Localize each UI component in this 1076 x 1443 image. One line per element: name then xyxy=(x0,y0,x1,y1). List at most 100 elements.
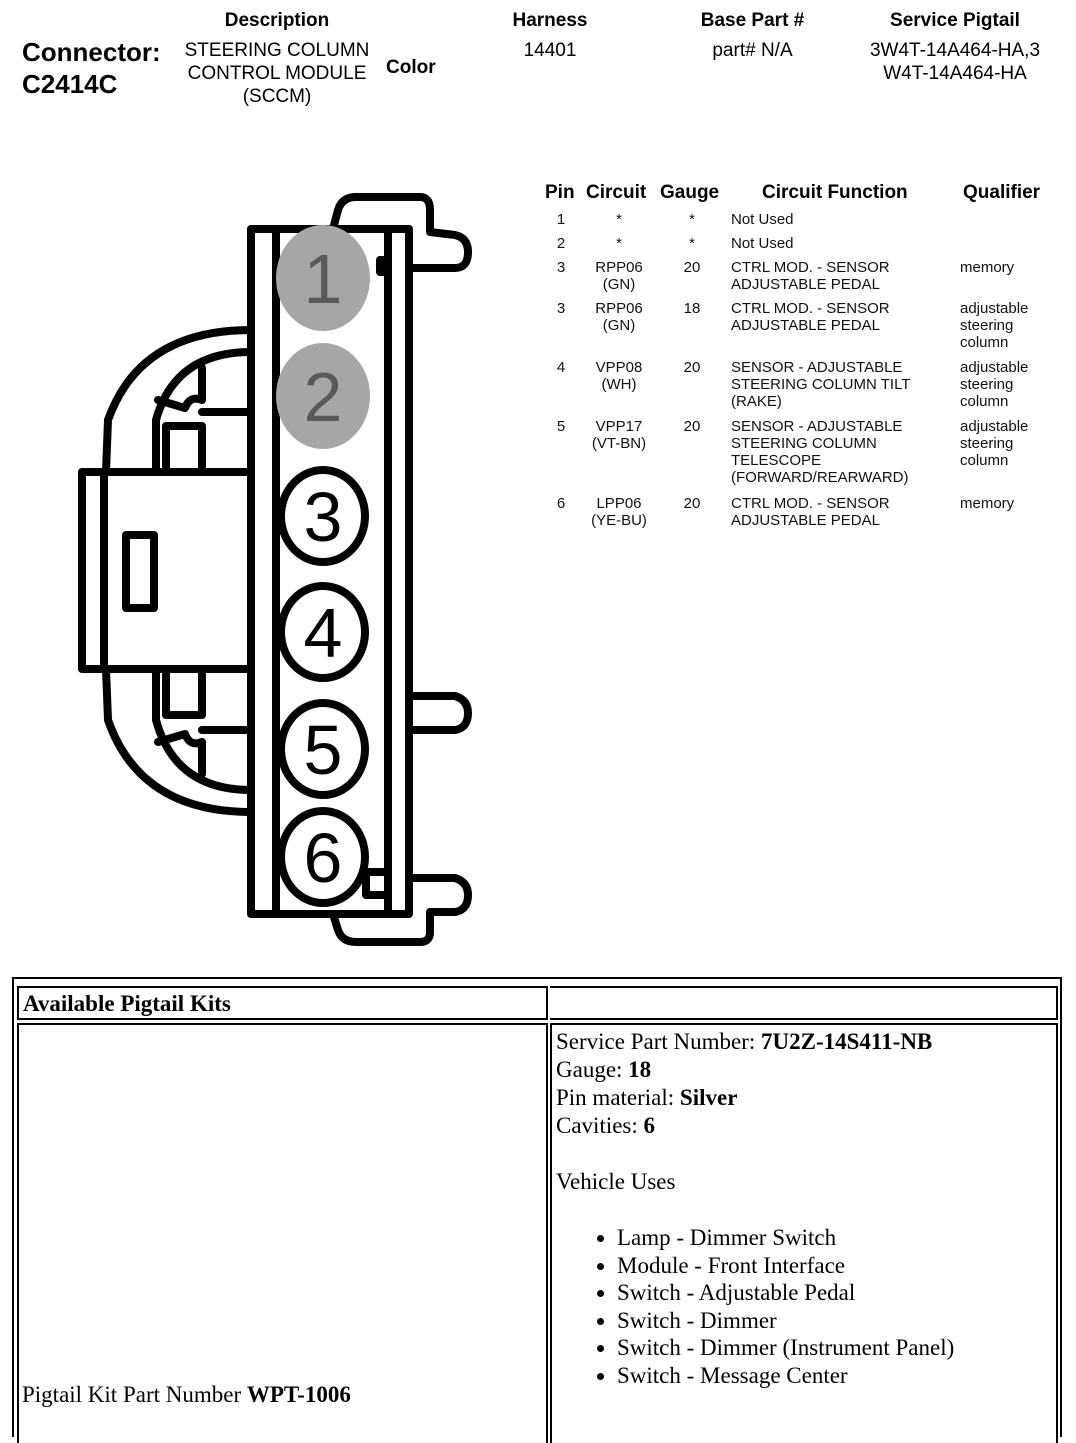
lower-lock-hook xyxy=(154,730,206,778)
pin-number-label: 4 xyxy=(304,594,343,672)
pin-material-value: Silver xyxy=(679,1085,738,1110)
vehicle-use-item: Switch - Dimmer xyxy=(617,1307,954,1335)
cavities-line: Cavities: 6 xyxy=(556,1112,954,1140)
lower-lock-arm xyxy=(102,665,255,816)
pin-cell-pin: 4 xyxy=(556,359,566,376)
gauge-value: 18 xyxy=(628,1057,652,1082)
pin-material-line: Pin material: Silver xyxy=(556,1084,954,1112)
harness-title: Harness xyxy=(512,10,588,31)
housing-bottom-latch xyxy=(362,868,392,899)
pin-number-label: 6 xyxy=(304,819,343,897)
pin-cavity-6 xyxy=(277,807,369,907)
pin-cavity-4 xyxy=(277,582,369,682)
pin-cell-qualifier: adjustable steering column xyxy=(960,418,1029,469)
lower-lock-tab xyxy=(162,665,206,719)
pin-cell-function: SENSOR - ADJUSTABLE STEERING COLUMN TELE… xyxy=(731,418,909,486)
service-pigtail-title: Service Pigtail xyxy=(890,10,1020,31)
pin-header-pin: Pin xyxy=(545,182,575,203)
pin-cell-circuit: * xyxy=(616,235,622,252)
pin-cell-pin: 5 xyxy=(556,418,566,435)
housing-bottom-cap xyxy=(329,874,472,946)
pin-cell-gauge: * xyxy=(689,211,695,228)
pin-cell-qualifier: memory xyxy=(960,495,1015,512)
pin-cavity-3 xyxy=(277,466,369,566)
spacer xyxy=(556,1196,954,1224)
pin-cell-gauge: * xyxy=(689,235,695,252)
vehicle-use-item: Switch - Message Center xyxy=(617,1362,954,1390)
pin-header-circuit: Circuit xyxy=(586,182,647,203)
connector-heading: Connector: C2414C xyxy=(22,36,161,100)
pigtail-kits-panel xyxy=(12,977,1062,1437)
pin-cell-circuit: * xyxy=(616,211,622,228)
pigtail-kit-image-cell: Pigtail Kit Part Number WPT-1006 xyxy=(17,1023,548,1443)
pigtail-kits-header-spacer xyxy=(550,986,1058,1020)
pin-cell-circuit: LPP06 (YE-BU) xyxy=(591,495,647,529)
pigtail-kit-part-number: Pigtail Kit Part Number WPT-1006 xyxy=(22,1381,351,1409)
harness-value: 14401 xyxy=(523,40,577,61)
pin-header-qualifier: Qualifier xyxy=(963,182,1041,203)
pin-header-function: Circuit Function xyxy=(762,182,908,203)
pin-cavity-5 xyxy=(277,699,369,799)
pin-cell-circuit: RPP06 (GN) xyxy=(595,300,643,334)
vehicle-use-item: Lamp - Dimmer Switch xyxy=(617,1224,954,1252)
pigtail-kit-details-cell: Service Part Number: 7U2Z-14S411-NB Gaug… xyxy=(550,1023,1058,1443)
housing-right-latch xyxy=(405,692,472,734)
gauge-label: Gauge: xyxy=(556,1057,629,1082)
cavities-label: Cavities: xyxy=(556,1113,644,1138)
pin-cell-qualifier: adjustable steering column xyxy=(960,300,1029,351)
vehicle-uses-title: Vehicle Uses xyxy=(556,1169,676,1194)
connector-face-diagram: 1 2 3 4 5 6 xyxy=(78,193,472,946)
description-title: Description xyxy=(224,10,330,31)
upper-lock-hook xyxy=(154,364,206,412)
pin-cell-circuit: VPP08 (WH) xyxy=(595,359,643,393)
pin-cell-gauge: 18 xyxy=(683,300,701,317)
upper-lock-tab xyxy=(162,422,206,476)
connector-label: Connector: xyxy=(22,37,161,67)
pin-number-label: 2 xyxy=(304,358,343,436)
pigtail-kits-title: Available Pigtail Kits xyxy=(17,986,548,1020)
upper-lock-arm xyxy=(102,326,255,476)
base-part-title: Base Part # xyxy=(700,10,805,31)
pin-cell-qualifier: adjustable steering column xyxy=(960,359,1029,410)
pin-cavity-1 xyxy=(276,225,370,331)
pin-cell-gauge: 20 xyxy=(683,495,701,512)
pigtail-kit-details: Service Part Number: 7U2Z-14S411-NB Gaug… xyxy=(556,1028,954,1389)
pin-cell-gauge: 20 xyxy=(683,359,701,376)
upper-lock-arm-inner xyxy=(152,348,255,476)
pin-cell-function: CTRL MOD. - SENSOR ADJUSTABLE PEDAL xyxy=(731,259,890,293)
pin-cell-function: SENSOR - ADJUSTABLE STEERING COLUMN TILT… xyxy=(731,359,911,410)
pin-cell-pin: 6 xyxy=(556,495,566,512)
pin-header-gauge: Gauge xyxy=(660,182,720,203)
pin-cell-pin: 1 xyxy=(556,211,566,228)
pin-number-label: 5 xyxy=(304,711,343,789)
pin-cell-pin: 3 xyxy=(556,300,566,317)
service-part-label: Service Part Number: xyxy=(556,1029,762,1054)
cavities-value: 6 xyxy=(643,1113,656,1138)
pin-cell-pin: 3 xyxy=(556,259,566,276)
pigtail-kit-part-value: WPT-1006 xyxy=(246,1382,351,1407)
pin-cell-gauge: 20 xyxy=(683,418,701,435)
vehicle-use-item: Module - Front Interface xyxy=(617,1252,954,1280)
pin-number-label: 3 xyxy=(304,478,343,556)
gauge-line: Gauge: 18 xyxy=(556,1056,954,1084)
pin-cell-pin: 2 xyxy=(556,235,566,252)
vehicle-use-item: Switch - Adjustable Pedal xyxy=(617,1279,954,1307)
connector-id: C2414C xyxy=(22,69,118,99)
service-part-value: 7U2Z-14S411-NB xyxy=(761,1029,933,1054)
pin-cell-function: CTRL MOD. - SENSOR ADJUSTABLE PEDAL xyxy=(731,300,890,334)
pin-material-label: Pin material: xyxy=(556,1085,680,1110)
base-part-value: part# N/A xyxy=(712,40,793,61)
color-label: Color xyxy=(386,57,436,78)
pin-cell-circuit: VPP17 (VT-BN) xyxy=(591,418,647,452)
pin-cavity-2 xyxy=(276,343,370,449)
vehicle-use-item: Switch - Dimmer (Instrument Panel) xyxy=(617,1334,954,1362)
pin-number-label: 1 xyxy=(304,240,343,318)
pin-cell-function: CTRL MOD. - SENSOR ADJUSTABLE PEDAL xyxy=(731,495,890,529)
housing-top-latch xyxy=(376,256,392,276)
description-value: STEERING COLUMN CONTROL MODULE (SCCM) xyxy=(184,40,370,107)
pin-cell-circuit: RPP06 (GN) xyxy=(595,259,643,293)
pin-cell-function: Not Used xyxy=(731,211,794,228)
pin-cell-function: Not Used xyxy=(731,235,794,252)
housing-top-cap xyxy=(329,193,472,272)
pigtail-kit-part-label: Pigtail Kit Part Number xyxy=(22,1382,247,1407)
